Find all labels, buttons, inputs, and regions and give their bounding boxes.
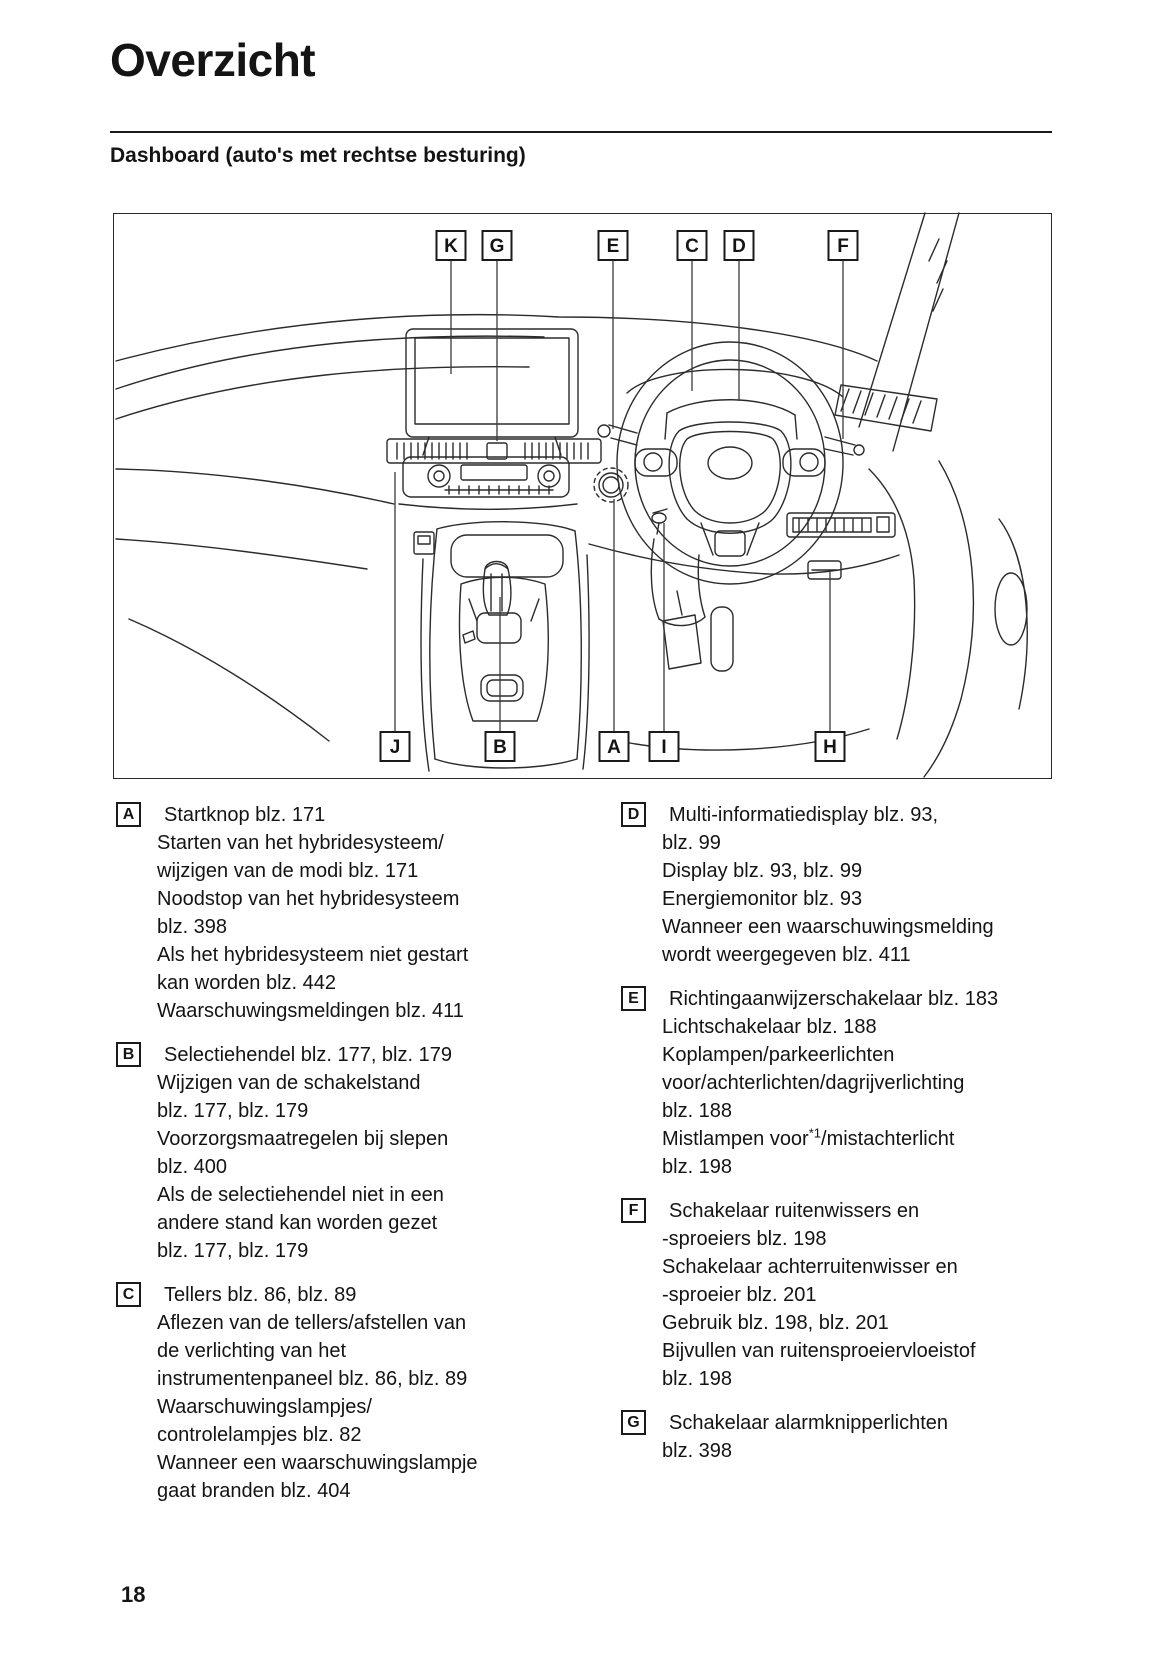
legend-line: blz. 99 bbox=[662, 832, 721, 854]
legend-line: Selectiehendel blz. 177, blz. 179 bbox=[164, 1044, 452, 1066]
legend-line: Voorzorgsmaatregelen bij slepen bbox=[157, 1128, 449, 1150]
callout-box-I bbox=[648, 731, 680, 763]
callout-letter-D: D bbox=[733, 236, 747, 257]
callout-box-B bbox=[484, 731, 516, 763]
legend-line: Wanneer een waarschuwingsmelding bbox=[662, 916, 994, 938]
legend-callout-letter: F bbox=[621, 1198, 646, 1223]
legend-line: blz. 198 bbox=[662, 1368, 733, 1390]
legend-line: andere stand kan worden gezet bbox=[157, 1212, 438, 1234]
legend-callout-letter: D bbox=[621, 802, 646, 827]
section-heading: Dashboard (auto's met rechtse besturing) bbox=[110, 144, 526, 167]
legend-line: Schakelaar achterruitenwisser en bbox=[662, 1256, 958, 1278]
legend-line: Aflezen van de tellers/afstellen van bbox=[157, 1312, 467, 1334]
callout-letter-J: J bbox=[390, 737, 401, 758]
legend-line: Noodstop van het hybridesysteem bbox=[157, 888, 460, 910]
legend-line: Display blz. 93, blz. 99 bbox=[662, 860, 863, 882]
callout-box-K bbox=[435, 230, 467, 262]
legend-line: blz. 177, blz. 179 bbox=[157, 1100, 309, 1122]
legend-callout-letter: B bbox=[116, 1042, 141, 1067]
callout-letter-B: B bbox=[494, 737, 508, 758]
legend-line: Wanneer een waarschuwingslampje bbox=[157, 1452, 478, 1474]
legend-line: Schakelaar alarmknipperlichten bbox=[669, 1412, 949, 1434]
callout-letter-I: I bbox=[662, 737, 667, 758]
callout-box-F bbox=[827, 230, 859, 262]
legend-line: Lichtschakelaar blz. 188 bbox=[662, 1016, 877, 1038]
legend-item-D: D Multi-informatiedisplay blz. 93, blz. 99… bbox=[618, 801, 1052, 969]
legend-line: gaat branden blz. 404 bbox=[157, 1480, 351, 1502]
callout-letter-K: K bbox=[445, 236, 459, 257]
legend-line: Richtingaanwijzerschakelaar blz. 183 bbox=[669, 988, 999, 1010]
legend-line: Als het hybridesysteem niet gestart bbox=[157, 944, 469, 966]
legend-line: blz. 398 bbox=[157, 916, 228, 938]
callout-box-E bbox=[597, 230, 629, 262]
legend-line: Energiemonitor blz. 93 bbox=[662, 888, 863, 910]
legend-callout-letter: A bbox=[116, 802, 141, 827]
legend-line: Mistlampen voor*1/mistachterlicht bbox=[662, 1125, 955, 1150]
legend-item-G: G Schakelaar alarmknipperlichten blz. 398 bbox=[618, 1409, 1052, 1465]
legend-callout-letter: C bbox=[116, 1282, 141, 1307]
legend-line: -sproeier blz. 201 bbox=[662, 1284, 817, 1306]
legend-line: Koplampen/parkeerlichten bbox=[662, 1044, 895, 1066]
legend-line: blz. 398 bbox=[662, 1440, 733, 1462]
legend-line: Bijvullen van ruitensproeiervloeistof bbox=[662, 1340, 976, 1362]
callout-letter-H: H bbox=[824, 737, 838, 758]
legend-line: blz. 177, blz. 179 bbox=[157, 1240, 309, 1262]
callout-letter-A: A bbox=[608, 737, 622, 758]
legend-line: instrumentenpaneel blz. 86, blz. 89 bbox=[157, 1368, 468, 1390]
legend-line: Multi-informatiedisplay blz. 93, bbox=[669, 804, 938, 826]
title-rule bbox=[110, 131, 1052, 133]
legend-line: wijzigen van de modi blz. 171 bbox=[157, 860, 419, 882]
legend-line: Starten van het hybridesysteem/ bbox=[157, 832, 444, 854]
callout-box-D bbox=[723, 230, 755, 262]
legend-line: wordt weergegeven blz. 411 bbox=[662, 944, 911, 966]
page-number: 18 bbox=[121, 1582, 146, 1607]
legend-line: Waarschuwingsmeldingen blz. 411 bbox=[157, 1000, 464, 1022]
dashboard-line-art bbox=[115, 212, 1029, 779]
page-title: Overzicht bbox=[110, 34, 316, 86]
callout-letter-F: F bbox=[838, 236, 850, 257]
legend-callout-letter: G bbox=[621, 1410, 646, 1435]
legend-item-F: F Schakelaar ruitenwissers en -sproeiers b… bbox=[618, 1197, 1052, 1393]
legend-callout-letter: E bbox=[621, 986, 646, 1011]
legend-right-column: D Multi-informatiedisplay blz. 93, blz. 99… bbox=[618, 801, 1052, 1521]
callout-box-C bbox=[676, 230, 708, 262]
legend-line: blz. 198 bbox=[662, 1156, 733, 1178]
callout-leader-lines bbox=[394, 260, 845, 733]
callout-box-J bbox=[379, 731, 411, 763]
legend-line: Als de selectiehendel niet in een bbox=[157, 1184, 444, 1206]
legend-line: blz. 188 bbox=[662, 1100, 733, 1122]
legend-line: Startknop blz. 171 bbox=[164, 804, 326, 826]
dashboard-diagram-frame: K G E C D F J B A I H bbox=[113, 212, 1052, 779]
legend-line: kan worden blz. 442 bbox=[157, 972, 337, 994]
legend-line: Wijzigen van de schakelstand bbox=[157, 1072, 421, 1094]
callout-letter-C: C bbox=[686, 236, 700, 257]
callout-boxes: K G E C D F J B A I H bbox=[379, 230, 859, 763]
legend-item-C: C Tellers blz. 86, blz. 89 Aflezen van de … bbox=[113, 1281, 578, 1505]
callout-letter-G: G bbox=[490, 236, 505, 257]
legend-line: Gebruik blz. 198, blz. 201 bbox=[662, 1312, 889, 1334]
callout-box-G bbox=[481, 230, 513, 262]
callout-box-A bbox=[598, 731, 630, 763]
legend-line: Waarschuwingslampjes/ bbox=[157, 1396, 372, 1418]
legend-line: blz. 400 bbox=[157, 1156, 228, 1178]
legend-line: -sproeiers blz. 198 bbox=[662, 1228, 827, 1250]
legend-line: controlelampjes blz. 82 bbox=[157, 1424, 362, 1446]
legend-line: Tellers blz. 86, blz. 89 bbox=[164, 1284, 357, 1306]
dashboard-diagram: K G E C D F J B A I H bbox=[115, 212, 1029, 779]
callout-box-H bbox=[814, 731, 846, 763]
callout-letter-E: E bbox=[607, 236, 620, 257]
legend-line: voor/achterlichten/dagrijverlichting bbox=[662, 1072, 965, 1094]
legend-line: Schakelaar ruitenwissers en bbox=[669, 1200, 920, 1222]
legend-line: de verlichting van het bbox=[157, 1340, 347, 1362]
